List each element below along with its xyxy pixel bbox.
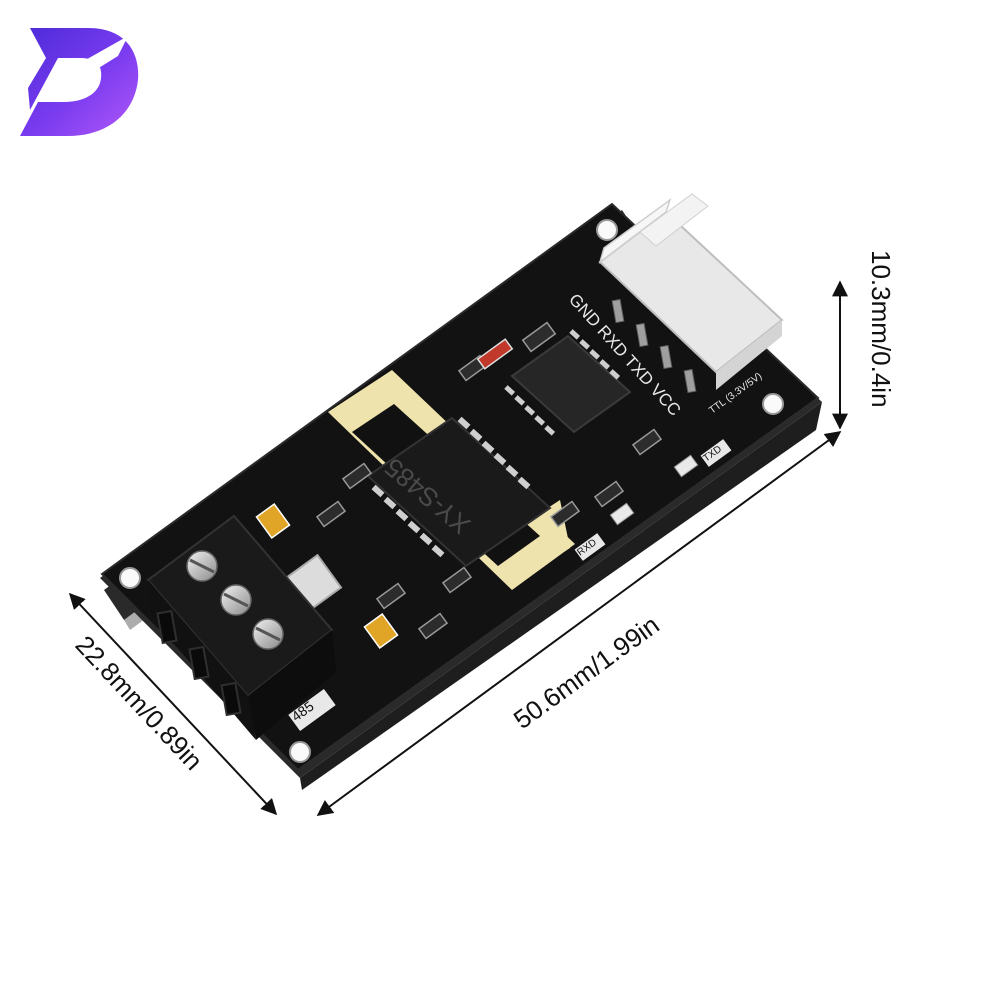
mounting-holes xyxy=(119,219,784,763)
width-dimension-line xyxy=(68,592,278,816)
height-dimension-label: 10.3mm/0.4in xyxy=(866,250,896,408)
ic-ttl-driver xyxy=(504,329,632,436)
diode xyxy=(476,338,514,370)
brand-logo: D xyxy=(20,28,139,136)
length-dimension-line xyxy=(316,431,842,816)
jst-connector xyxy=(598,193,784,394)
rs485-module: XY-S485 xyxy=(100,193,822,790)
